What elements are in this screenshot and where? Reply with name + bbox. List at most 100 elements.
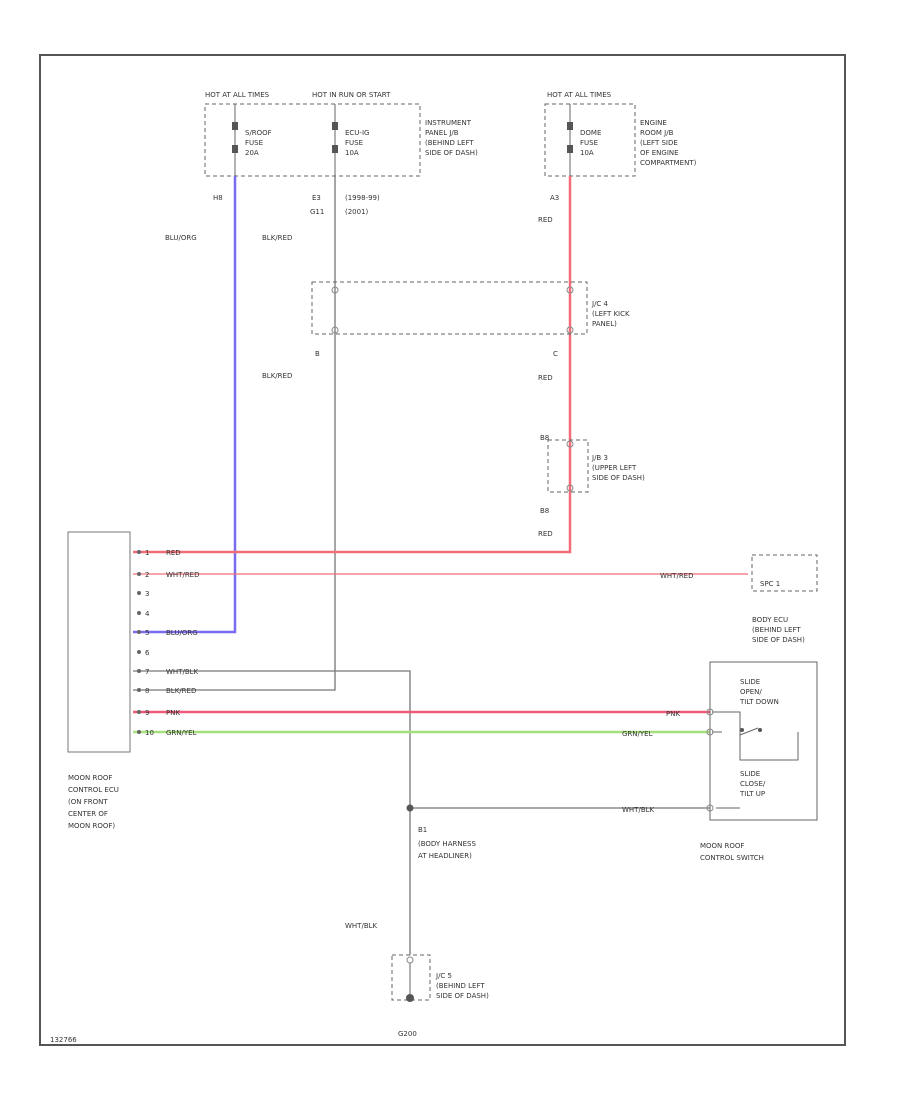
connector-jc-b: B: [315, 350, 320, 358]
svg-text:(UPPER LEFT: (UPPER LEFT: [592, 464, 637, 472]
jc4-pin-bottom-left: [331, 326, 339, 334]
ecu-pin-wire-7: WHT/BLK: [166, 668, 199, 676]
svg-text:TILT UP: TILT UP: [739, 790, 765, 798]
moon-roof-switch-label: MOON ROOF CONTROL SWITCH: [700, 842, 764, 862]
switch-pin-grn: [706, 728, 714, 736]
dome-fuse: DOME FUSE 10A: [567, 104, 601, 176]
ecu-pin-number-7: 7: [145, 668, 149, 676]
sunroof-fuse: S/ROOF FUSE 20A: [232, 104, 272, 176]
svg-text:(LEFT KICK: (LEFT KICK: [592, 310, 630, 318]
svg-text:(BODY HARNESS: (BODY HARNESS: [418, 840, 476, 848]
wire-label-wht-blk-right: WHT/BLK: [622, 806, 655, 814]
jc5-pin-top: [406, 956, 414, 964]
connector-e3: E3: [312, 194, 321, 202]
jc4-pin-bottom-right: [566, 326, 574, 334]
ecu-pin-number-5: 5: [145, 629, 149, 637]
svg-text:INSTRUMENT: INSTRUMENT: [425, 119, 472, 127]
moon-roof-switch-box: [709, 661, 818, 821]
svg-text:SIDE OF DASH): SIDE OF DASH): [436, 992, 489, 1000]
ecu-pin-dot-2: [137, 572, 141, 576]
connector-g11-note: (2001): [345, 208, 369, 216]
ecu-pin-wire-1: RED: [166, 549, 181, 557]
svg-text:FUSE: FUSE: [580, 139, 598, 147]
svg-text:CENTER OF: CENTER OF: [68, 810, 108, 818]
svg-text:BODY ECU: BODY ECU: [752, 616, 788, 624]
svg-text:DOME: DOME: [580, 129, 601, 137]
switch-contacts: [712, 711, 799, 809]
connector-g11: G11: [310, 208, 324, 216]
svg-text:(BEHIND LEFT: (BEHIND LEFT: [752, 626, 801, 634]
connector-h8: H8: [213, 194, 223, 202]
svg-text:(ON FRONT: (ON FRONT: [68, 798, 108, 806]
hot-in-run-label: HOT IN RUN OR START: [312, 91, 391, 99]
ecu-pin-dot-6: [137, 650, 141, 654]
ecu-pin-wire-9: PNK: [166, 709, 180, 717]
ecu-pin-number-1: 1: [145, 549, 149, 557]
svg-text:10A: 10A: [580, 149, 594, 157]
wire-red: [133, 176, 572, 554]
svg-text:20A: 20A: [245, 149, 259, 157]
svg-text:10A: 10A: [345, 149, 359, 157]
svg-text:ROOM J/B: ROOM J/B: [640, 129, 674, 137]
ecu-pin-number-9: 9: [145, 709, 149, 717]
wire-label-blu-org: BLU/ORG: [165, 234, 197, 242]
svg-text:OPEN/: OPEN/: [740, 688, 762, 696]
ecu-pin-dot-10: [137, 730, 141, 734]
connector-b1: B1: [418, 826, 427, 834]
figure-id: 132766: [50, 1036, 77, 1044]
jc4-label: J/C 4 (LEFT KICK PANEL): [591, 300, 630, 328]
body-ecu-label: BODY ECU (BEHIND LEFT SIDE OF DASH): [752, 616, 805, 644]
svg-text:PANEL J/B: PANEL J/B: [425, 129, 459, 137]
connector-a3: A3: [550, 194, 559, 202]
switch-pin-pnk: [706, 708, 714, 716]
wire-label-grn-yel-right: GRN/YEL: [622, 730, 653, 738]
ecu-pin-number-8: 8: [145, 687, 149, 695]
ecu-pin-wire-2: WHT/RED: [166, 571, 200, 579]
jc4-pin-top-right: [566, 286, 574, 294]
hot-at-all-times-label-1: HOT AT ALL TIMES: [205, 91, 270, 99]
ecu-pin-number-3: 3: [145, 590, 149, 598]
ecu-pin-dot-4: [137, 611, 141, 615]
jb3-pin-top: [566, 440, 574, 448]
ecu-pin-wire-10: GRN/YEL: [166, 729, 197, 737]
wire-label-wht-blk-ground: WHT/BLK: [345, 922, 378, 930]
jc5-box: [391, 954, 431, 1001]
body-ecu-ref: SPC 1: [760, 580, 780, 588]
jb3-box: [547, 439, 589, 493]
instrument-panel-jb-box: [204, 103, 421, 177]
connector-e3-note: (1998-99): [345, 194, 380, 202]
svg-text:(BEHIND LEFT: (BEHIND LEFT: [425, 139, 474, 147]
body-ecu-box: [751, 554, 818, 592]
jb3-pin-bottom: [566, 484, 574, 492]
ecu-pin-number-2: 2: [145, 571, 149, 579]
svg-text:(LEFT SIDE: (LEFT SIDE: [640, 139, 678, 147]
wire-blu-org: [133, 176, 237, 634]
ecu-pin-dot-3: [137, 591, 141, 595]
connector-b8-top: B8: [540, 434, 549, 442]
ecu-pin-dot-5: [137, 630, 141, 634]
wire-label-red-low: RED: [538, 530, 553, 538]
wire-label-wht-red-right: WHT/RED: [660, 572, 694, 580]
svg-text:AT HEADLINER): AT HEADLINER): [418, 852, 472, 860]
wire-label-red-top: RED: [538, 216, 553, 224]
ecu-pin-dot-9: [137, 710, 141, 714]
svg-text:PANEL): PANEL): [592, 320, 617, 328]
svg-text:COMPARTMENT): COMPARTMENT): [640, 159, 697, 167]
jc4-pin-top-left: [331, 286, 339, 294]
svg-text:J/C 5: J/C 5: [435, 972, 452, 980]
switch-slide-open-label: SLIDE OPEN/ TILT DOWN: [739, 678, 779, 706]
wire-blk-red: [133, 176, 336, 691]
svg-text:S/ROOF: S/ROOF: [245, 129, 272, 137]
svg-text:MOON ROOF: MOON ROOF: [68, 774, 112, 782]
ecu-pin-dot-7: [137, 669, 141, 673]
switch-pin-wht-blk: [706, 804, 714, 812]
body-harness-label: (BODY HARNESS AT HEADLINER): [418, 840, 476, 860]
wire-label-blk-red-mid: BLK/RED: [262, 372, 292, 380]
ecu-pin-dot-8: [137, 688, 141, 692]
jc5-ground-dot: [406, 994, 414, 1002]
hot-at-all-times-label-2: HOT AT ALL TIMES: [547, 91, 612, 99]
svg-text:CLOSE/: CLOSE/: [740, 780, 766, 788]
jc5-label: J/C 5 (BEHIND LEFT SIDE OF DASH): [435, 972, 489, 1000]
